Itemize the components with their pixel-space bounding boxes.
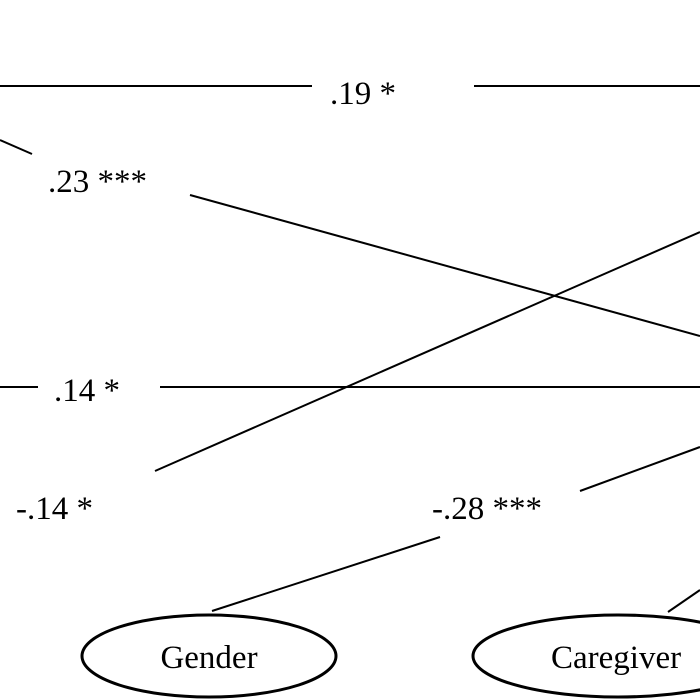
- coefficient-label: .19 *: [330, 76, 396, 112]
- path-diagonal-down-segment: [189, 194, 700, 337]
- coefficient-label: -.14 *: [16, 491, 93, 527]
- gender-node: [80, 613, 338, 699]
- path-diagonal-upper-stub: [0, 139, 33, 155]
- caregiver-node: [471, 613, 700, 699]
- path-gender-segment: [211, 536, 441, 612]
- path-lower-right-segment: [579, 446, 700, 492]
- gender-node-label: Gender: [160, 640, 257, 676]
- coefficient-label: .23 ***: [48, 164, 147, 200]
- coefficient-label: .14 *: [54, 373, 120, 409]
- path-caregiver-segment: [667, 589, 700, 613]
- coefficient-label: -.28 ***: [432, 491, 542, 527]
- caregiver-node-label: Caregiver: [551, 640, 681, 676]
- path-diagonal-up-segment: [154, 231, 700, 472]
